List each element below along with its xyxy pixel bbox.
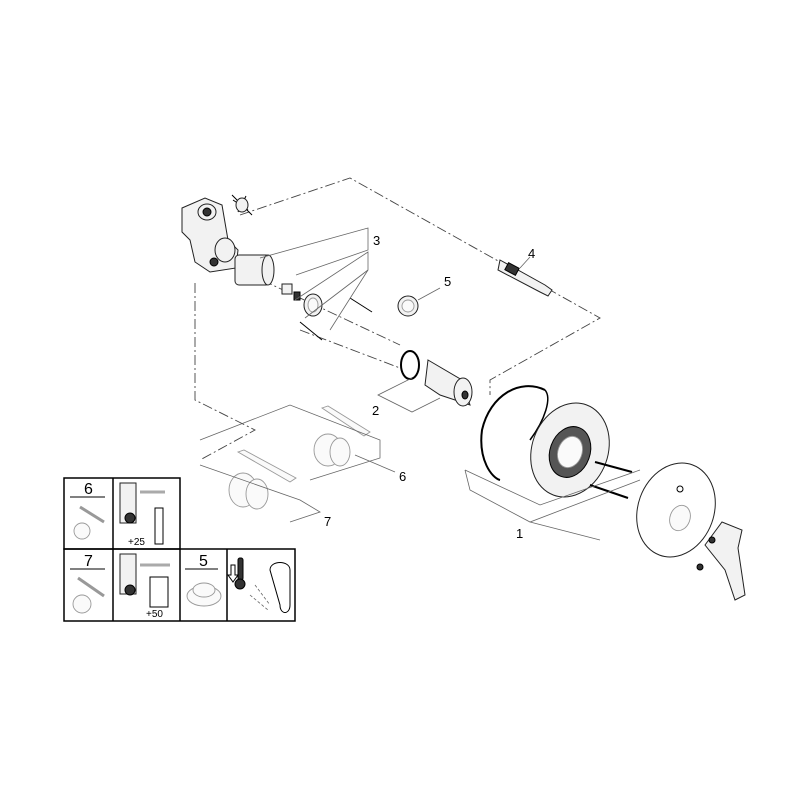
table-cap-number: 5 [199,553,208,570]
callout-7: 7 [324,514,331,529]
part-6-extension-set: 6 [199,404,406,484]
table-row-7: 7 +50 [70,553,170,620]
installation-reference-table: 6 +25 7 +50 5 [63,477,296,622]
part-3-cartridge-set: 3 [234,227,380,341]
table-cap-5: 5 [185,553,222,607]
table-row-7-number: 7 [84,553,93,570]
part-2-sleeve: 2 [372,350,473,418]
table-row-6-offset: +25 [128,537,145,548]
part-5-cap: 5 [397,274,451,317]
part-7-extension-set: 7 [199,449,331,529]
callout-4: 4 [528,246,535,261]
part-1-trim-set: 1 [464,385,746,601]
part-4-spindle: 4 [497,246,553,297]
temperature-limit-illustration [227,557,291,613]
callout-5: 5 [444,274,451,289]
callout-6: 6 [399,469,406,484]
table-row-7-offset: +50 [146,609,163,620]
callout-2: 2 [372,403,379,418]
table-row-6-number: 6 [84,481,93,498]
callout-1: 1 [516,526,523,541]
table-row-6: 6 +25 [70,481,165,548]
callout-3: 3 [373,233,380,248]
assembly-guide-lines [194,177,601,461]
valve-body [181,194,253,273]
